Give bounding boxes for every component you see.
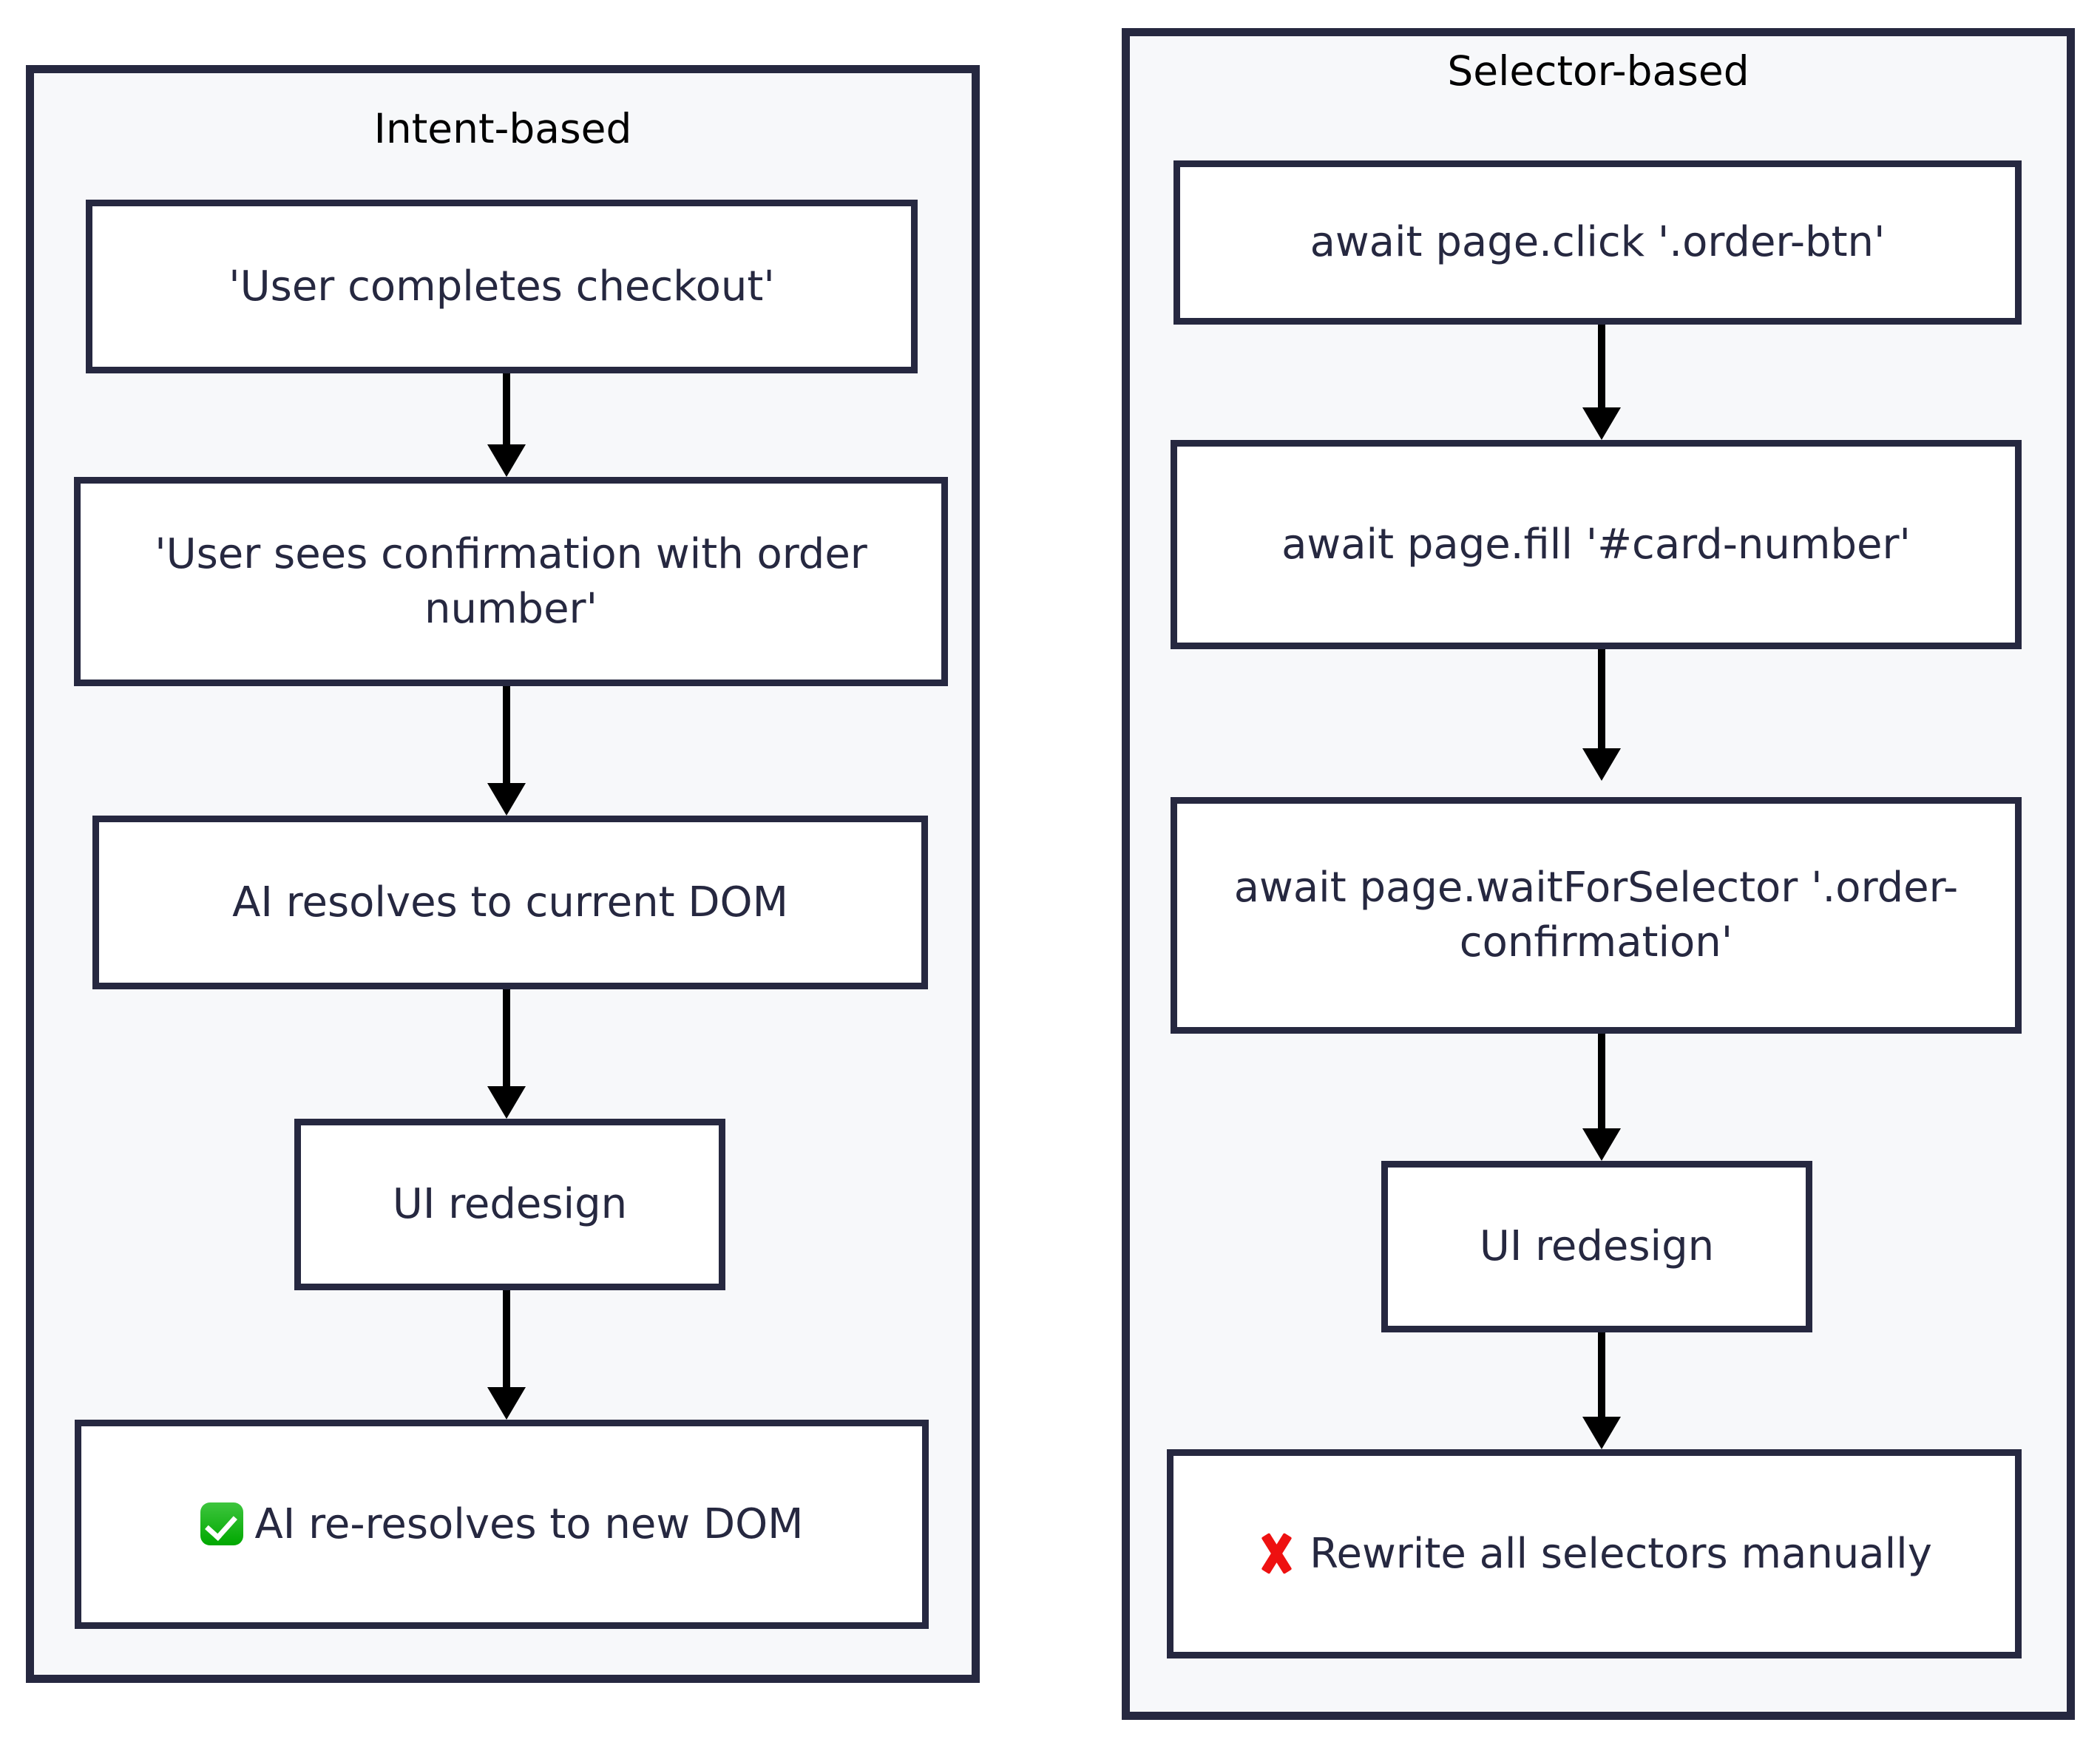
edge-arrowhead	[1582, 1417, 1621, 1449]
subgraph-title-intent-based: Intent-based	[373, 105, 632, 152]
edge-shaft	[1598, 1034, 1605, 1130]
node-page-click-order-btn: await page.click '.order-btn'	[1173, 160, 2022, 325]
edge-arrowhead	[487, 783, 526, 816]
edge-shaft	[1598, 649, 1605, 750]
node-label: UI redesign	[392, 1180, 628, 1229]
node-ai-resolves-current-dom: AI resolves to current DOM	[92, 816, 928, 989]
node-label: AI re-resolves to new DOM	[200, 1497, 804, 1552]
node-label: UI redesign	[1479, 1222, 1715, 1271]
node-label: 'User completes checkout'	[228, 262, 775, 311]
edge-shaft	[503, 989, 510, 1088]
node-ai-re-resolves-new-dom: AI re-resolves to new DOM	[75, 1420, 929, 1629]
edge-arrowhead	[1582, 1128, 1621, 1161]
subgraph-title-selector-based: Selector-based	[1447, 47, 1750, 95]
node-label: 'User sees confirmation with order numbe…	[155, 529, 867, 633]
node-user-completes-checkout: 'User completes checkout'	[86, 200, 918, 373]
node-ui-redesign-intent: UI redesign	[294, 1119, 725, 1290]
node-label-text: AI re-resolves to new DOM	[254, 1500, 804, 1548]
node-page-fill-card-number: await page.fill '#card-number'	[1171, 440, 2022, 649]
edge-shaft	[1598, 325, 1605, 409]
edge-shaft	[503, 1290, 510, 1389]
node-label: await page.fill '#card-number'	[1281, 520, 1911, 569]
edge-arrowhead	[1582, 748, 1621, 781]
edge-arrowhead	[487, 1387, 526, 1420]
edge-i4-i5	[487, 1290, 526, 1420]
edge-s3-s4	[1582, 1034, 1621, 1161]
edge-s2-s3	[1582, 649, 1621, 781]
edge-shaft	[1598, 1332, 1605, 1418]
edge-i3-i4	[487, 989, 526, 1119]
node-user-sees-confirmation: 'User sees confirmation with order numbe…	[74, 477, 948, 686]
edge-arrowhead	[487, 1086, 526, 1119]
node-label: AI resolves to current DOM	[232, 878, 788, 926]
green-check-icon	[200, 1502, 243, 1545]
node-label-text: Rewrite all selectors manually	[1310, 1529, 1932, 1578]
edge-arrowhead	[487, 444, 526, 477]
edge-shaft	[503, 373, 510, 447]
edge-i1-i2	[487, 373, 526, 477]
edge-shaft	[503, 686, 510, 785]
edge-i2-i3	[487, 686, 526, 816]
node-label: Rewrite all selectors manually	[1256, 1527, 1932, 1582]
edge-s4-s5	[1582, 1332, 1621, 1449]
edge-s1-s2	[1582, 325, 1621, 440]
node-rewrite-all-selectors-manually: Rewrite all selectors manually	[1167, 1449, 2022, 1658]
node-label: await page.click '.order-btn'	[1310, 218, 1886, 267]
node-label: await page.waitForSelector '.order-confi…	[1233, 864, 1959, 966]
edge-arrowhead	[1582, 407, 1621, 440]
node-ui-redesign-selector: UI redesign	[1381, 1161, 1812, 1332]
node-page-waitforselector-order-confirmation: await page.waitForSelector '.order-confi…	[1171, 797, 2022, 1034]
red-cross-icon	[1256, 1534, 1296, 1573]
